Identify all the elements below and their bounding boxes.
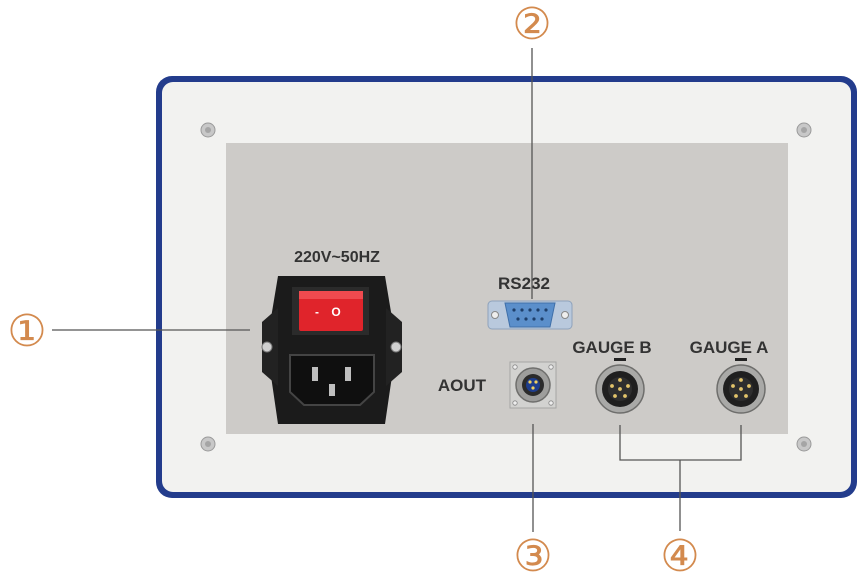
gauge-b-label: GAUGE B: [572, 338, 651, 357]
screw-icon: [200, 122, 216, 138]
mounting-screw-icon: [390, 341, 402, 353]
switch-on-mark: O: [331, 305, 340, 319]
callout-1: ①: [7, 306, 46, 357]
screw-icon: [796, 436, 812, 452]
callout-3: ③: [513, 531, 552, 582]
screw-icon: [796, 122, 812, 138]
aout-label: AOUT: [438, 376, 487, 395]
power-switch[interactable]: [292, 287, 369, 335]
gauge-b-connector[interactable]: [595, 358, 645, 414]
gauge-a-connector[interactable]: [716, 358, 766, 414]
power-label: 220V~50HZ: [294, 249, 380, 266]
rs232-label: RS232: [498, 274, 550, 293]
callout-2: ②: [512, 0, 551, 50]
switch-off-mark: -: [315, 305, 319, 319]
aout-connector[interactable]: [509, 361, 557, 409]
power-socket[interactable]: [289, 354, 375, 406]
mounting-screw-icon: [261, 341, 273, 353]
leader-lines: [52, 48, 742, 532]
rs232-port[interactable]: [487, 300, 573, 330]
callout-4: ④: [660, 531, 699, 582]
gauge-a-label: GAUGE A: [690, 338, 769, 357]
screw-icon: [200, 436, 216, 452]
